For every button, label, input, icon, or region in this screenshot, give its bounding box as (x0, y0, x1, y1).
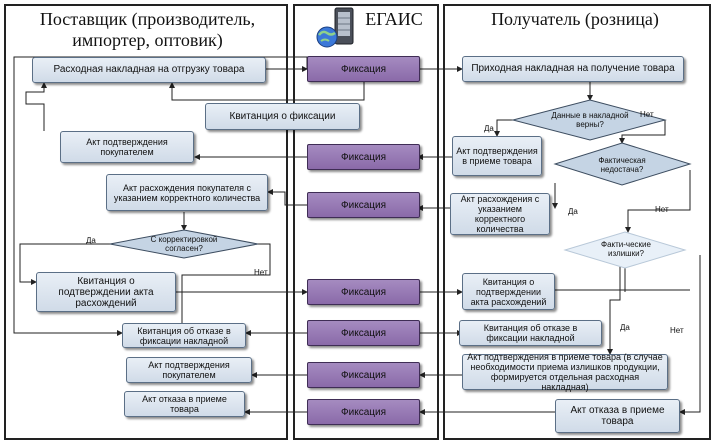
fixation-1: Фиксация (307, 56, 420, 82)
supplier-buyer-confirm-act: Акт подтверждения покупателем (60, 131, 194, 163)
receiver-discrepancy-act: Акт расхождения с указанием корректного … (450, 193, 550, 235)
receiver-invoice-in: Приходная накладная на получение товара (462, 56, 684, 82)
decision-surplus-shape (563, 231, 687, 269)
fixation-6: Фиксация (307, 362, 420, 388)
fixation-2: Фиксация (307, 144, 420, 170)
egais-column-title: ЕГАИС (365, 9, 423, 29)
label-no-shortage: Нет (655, 205, 669, 214)
label-yes-shortage: Да (568, 207, 578, 216)
label-no-agree: Нет (254, 268, 268, 277)
supplier-receipt-fixation: Квитанция о фиксации (205, 103, 360, 130)
supplier-reject-act: Акт отказа в приеме товара (124, 391, 245, 417)
receiver-shortage-question: Фактическая недостача? (598, 156, 646, 174)
label-yes-agree: Да (86, 236, 96, 245)
receiver-surplus-question: Факти-ческие излишки? (601, 240, 651, 258)
receiver-discrepancy-receipt: Квитанция о подтверждении акта расхожден… (462, 273, 555, 310)
receiver-confirm-act: Акт подтверждения в приеме товара (452, 136, 542, 176)
receiver-reject-receipt: Квитанция об отказе в фиксации накладной (459, 320, 602, 346)
decision-agree-shape (109, 229, 259, 259)
decision-shortage-shape (553, 142, 692, 186)
fixation-4: Фиксация (307, 279, 420, 305)
fixation-7: Фиксация (307, 399, 420, 425)
fixation-3: Фиксация (307, 192, 420, 218)
supplier-column-title: Поставщик (производитель, импортер, опто… (39, 9, 256, 50)
decision-data-correct-shape (511, 99, 667, 141)
label-no-data: Нет (640, 110, 654, 119)
receiver-column-title: Получатель (розница) (491, 9, 659, 29)
supplier-invoice-out: Расходная накладная на отгрузку товара (32, 57, 266, 83)
label-yes-data: Да (484, 124, 494, 133)
label-yes-surplus: Да (620, 323, 630, 332)
receiver-reject-act: Акт отказа в приеме товара (555, 399, 680, 433)
supplier-discrepancy-confirm-receipt: Квитанция о подтверждении акта расхожден… (36, 272, 176, 312)
receiver-data-correct-question: Данные в накладной верны? (551, 111, 629, 129)
fixation-5: Фиксация (307, 320, 420, 346)
supplier-reject-receipt: Квитанция об отказе в фиксации накладной (122, 323, 246, 348)
label-no-surplus: Нет (670, 326, 684, 335)
supplier-discrepancy-act: Акт расхождения покупателя с указанием к… (106, 174, 268, 211)
egais-server-icon (316, 7, 354, 48)
supplier-buyer-confirm-act-2: Акт подтверждения покупателем (126, 357, 252, 383)
supplier-agree-question: С корректировкой согласен? (150, 235, 218, 253)
receiver-confirm-act-note: Акт подтверждения в приеме товара (в слу… (462, 352, 668, 392)
